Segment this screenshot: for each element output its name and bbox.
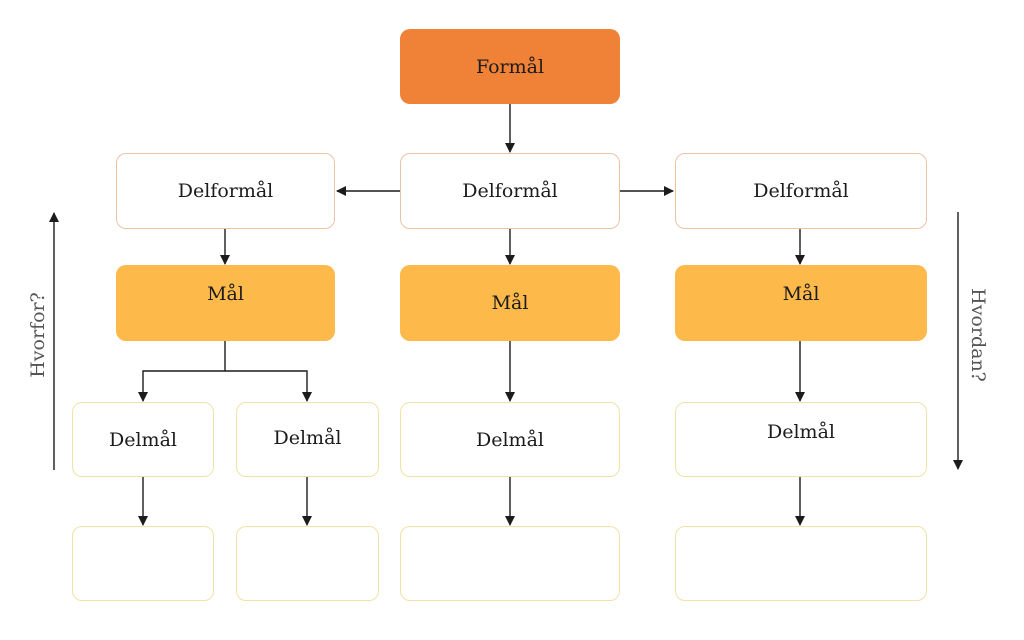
maal-label: Mål <box>491 292 529 314</box>
formaal-box: Formål <box>400 29 620 104</box>
maal-label: Mål <box>782 283 820 305</box>
arrow-maal-left-split <box>138 341 226 402</box>
maal-box-right: Mål <box>675 265 927 341</box>
delformaal-box-center: Delformål <box>400 153 620 229</box>
delformaal-box-left: Delformål <box>116 153 335 229</box>
empty-box-4 <box>675 526 927 601</box>
delmaal-label: Delmål <box>767 421 835 443</box>
hvordan-side-label: Hvordan? <box>967 288 989 382</box>
delformaal-label: Delformål <box>753 180 849 202</box>
delmaal-box-1: Delmål <box>72 402 214 477</box>
delmaal-label: Delmål <box>476 428 544 451</box>
maal-label: Mål <box>207 283 244 305</box>
empty-box-1 <box>72 526 214 601</box>
delmaal-label: Delmål <box>109 428 177 451</box>
delmaal-box-2: Delmål <box>236 402 379 477</box>
empty-box-3 <box>400 526 620 601</box>
hvorfor-side-label: Hvorfor? <box>27 292 49 378</box>
maal-box-center: Mål <box>400 265 620 341</box>
delformaal-label: Delformål <box>462 180 558 202</box>
arrow-maal-left-split-2 <box>225 370 312 402</box>
empty-box-2 <box>236 526 379 601</box>
delmaal-label: Delmål <box>273 427 342 449</box>
delformaal-box-right: Delformål <box>675 153 927 229</box>
delformaal-label: Delformål <box>177 180 274 202</box>
delmaal-box-3: Delmål <box>400 402 620 477</box>
delmaal-box-4: Delmål <box>675 402 927 477</box>
formaal-label: Formål <box>475 55 545 78</box>
maal-box-left: Mål <box>116 265 335 341</box>
